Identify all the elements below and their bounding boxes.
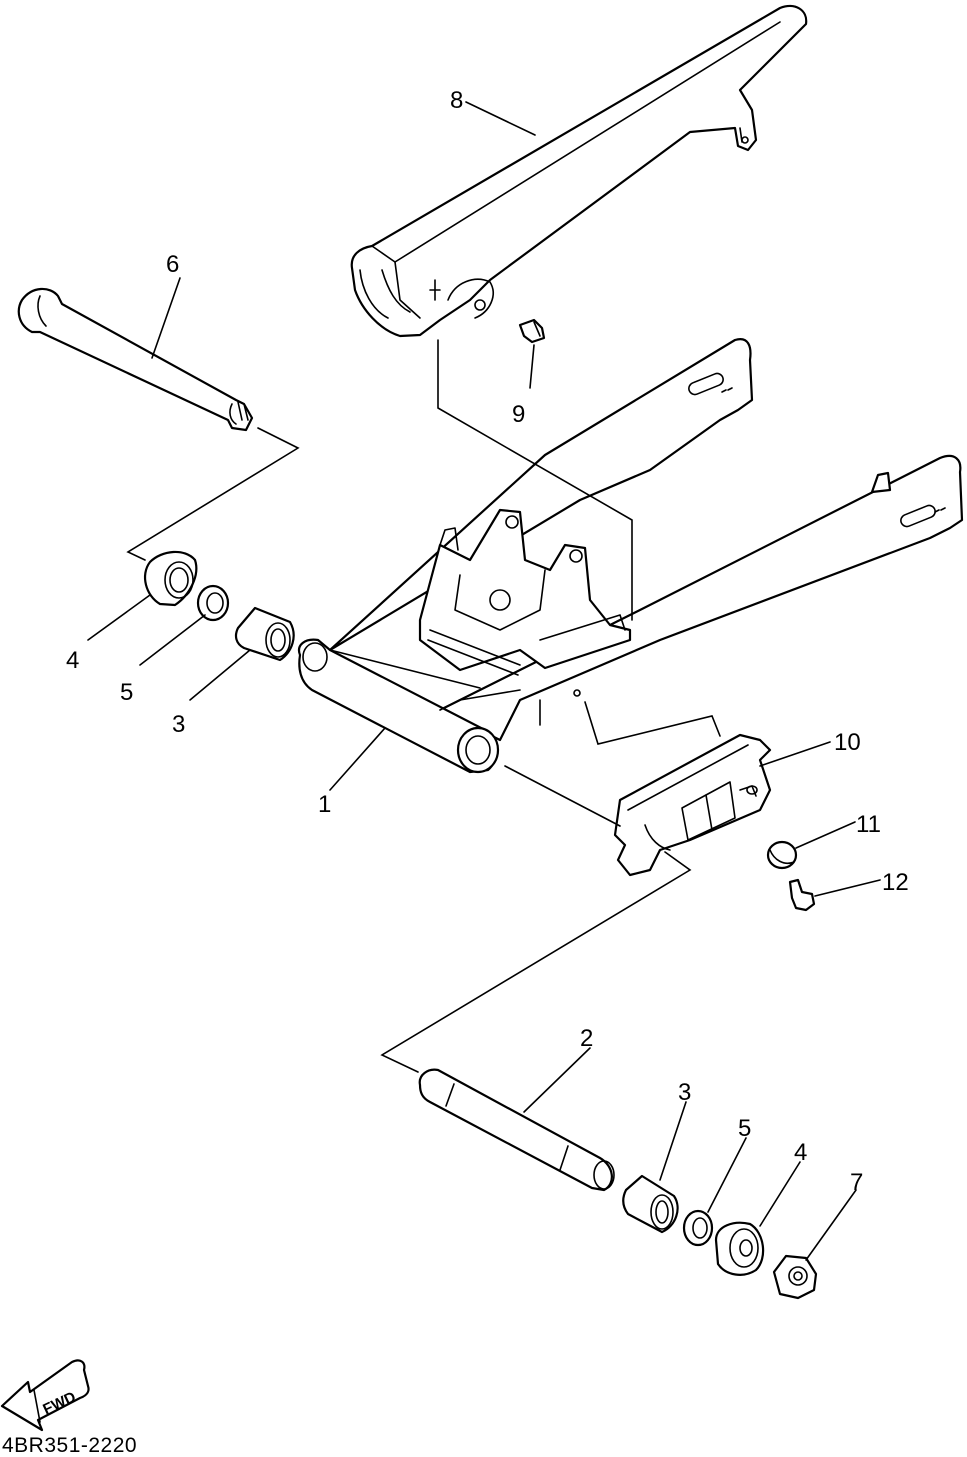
callout-12: 12 xyxy=(882,869,909,896)
callout-10: 10 xyxy=(834,729,861,756)
collar-right-part xyxy=(682,1209,714,1247)
callout-4: 4 xyxy=(794,1139,807,1166)
chain-guide-part xyxy=(613,733,772,877)
callout-3: 3 xyxy=(678,1079,691,1106)
callout-7: 7 xyxy=(850,1169,863,1196)
collar-left-part xyxy=(196,584,230,622)
chain-case-part xyxy=(350,4,808,338)
callout-11: 11 xyxy=(856,811,881,838)
callout-5: 5 xyxy=(738,1115,751,1142)
oil-seal-right-part xyxy=(714,1221,765,1276)
bearing-right-part xyxy=(622,1174,679,1234)
guide-washer-part xyxy=(766,840,798,870)
callout-leaders xyxy=(87,101,881,1261)
pivot-bolt-part xyxy=(17,287,254,432)
drawing-code: 4BR351-2220 xyxy=(2,1434,137,1457)
callout-9: 9 xyxy=(512,401,525,428)
callout-4: 4 xyxy=(66,647,79,674)
assembly-reference-lines xyxy=(126,427,721,1073)
callout-5: 5 xyxy=(120,679,133,706)
case-bolt-part xyxy=(518,318,546,344)
swingarm-part xyxy=(297,338,964,774)
bearing-left-part xyxy=(234,606,295,662)
callout-2: 2 xyxy=(580,1025,593,1052)
forward-direction-arrow: FWD xyxy=(0,1359,90,1432)
oil-seal-left-part xyxy=(143,550,198,607)
guide-screw-part xyxy=(788,878,816,912)
nut-part xyxy=(772,1254,818,1300)
callout-labels: 1 2 3 3 4 4 5 5 6 7 8 9 10 11 12 xyxy=(66,87,909,1196)
pivot-shaft-part xyxy=(418,1068,615,1192)
callout-1: 1 xyxy=(318,791,331,818)
callout-3: 3 xyxy=(172,711,185,738)
callout-6: 6 xyxy=(166,251,179,278)
callout-8: 8 xyxy=(450,87,463,114)
